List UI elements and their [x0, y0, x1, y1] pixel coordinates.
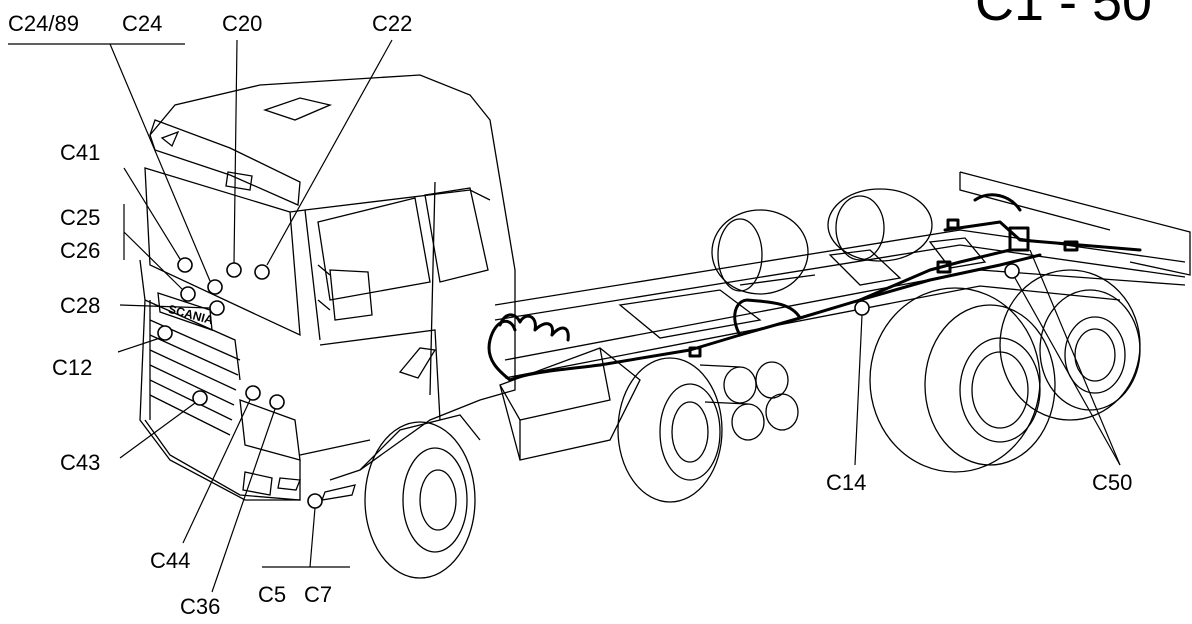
- label-c41: C41: [60, 140, 100, 165]
- label-c22: C22: [372, 11, 412, 36]
- label-c44: C44: [150, 548, 190, 573]
- label-c25: C25: [60, 205, 100, 230]
- marker-c24: [207, 279, 223, 295]
- marker-c36: [269, 394, 285, 410]
- label-c14: C14: [826, 470, 866, 495]
- marker-c5-c7: [307, 493, 323, 509]
- label-c5: C5: [258, 582, 286, 607]
- marker-c12: [157, 325, 173, 341]
- leader-lines: [8, 39, 1121, 593]
- label-c28: C28: [60, 293, 100, 318]
- diagram-title: C1 - 50: [975, 0, 1152, 32]
- air-tanks: [699, 361, 799, 441]
- label-c36: C36: [180, 594, 220, 619]
- connector-markers: [157, 257, 1020, 509]
- marker-c28: [209, 300, 225, 316]
- connector-labels: C1 - 50 C24/89 C24 C20 C22 C41 C25 C26 C…: [8, 0, 1152, 619]
- marker-c43: [192, 390, 208, 406]
- label-c24-89: C24/89: [8, 11, 79, 36]
- wiring-harness: [487, 193, 1142, 382]
- marker-c50: [1004, 263, 1020, 279]
- marker-c20: [226, 262, 242, 278]
- label-c43: C43: [60, 450, 100, 475]
- marker-c25: [180, 286, 196, 302]
- marker-c44: [245, 385, 261, 401]
- label-c7: C7: [304, 582, 332, 607]
- background-wheels: [711, 188, 933, 295]
- brand-logo-text: SCANIA: [167, 302, 215, 328]
- label-c20: C20: [222, 11, 262, 36]
- battery-box: [499, 347, 641, 461]
- mid-wheel: [617, 357, 723, 503]
- marker-c22: [254, 264, 270, 280]
- label-c24: C24: [122, 11, 162, 36]
- marker-c14: [854, 300, 870, 316]
- marker-c41: [177, 257, 193, 273]
- rear-wheels: [869, 269, 1141, 473]
- truck-cab: [139, 74, 516, 579]
- label-c50: C50: [1092, 470, 1132, 495]
- chassis-frame: [494, 171, 1191, 379]
- label-c26: C26: [60, 238, 100, 263]
- label-c12: C12: [52, 355, 92, 380]
